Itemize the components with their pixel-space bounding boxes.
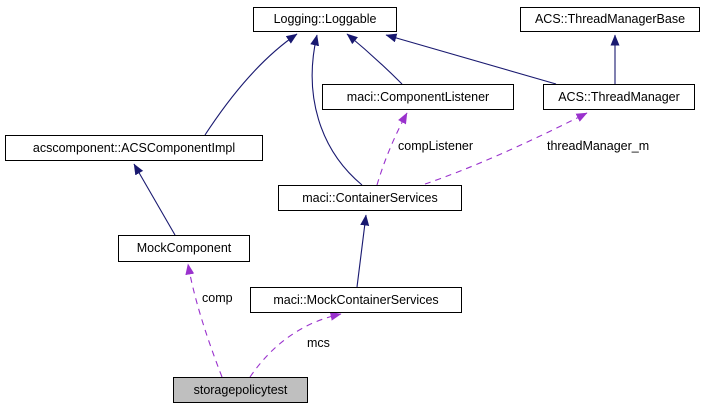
node-storagepolicytest: storagepolicytest: [173, 377, 308, 403]
edge-containerservices-to-loggable: [310, 34, 363, 186]
node-maci-containerservices[interactable]: maci::ContainerServices: [278, 185, 462, 211]
node-acs-threadmanagerbase[interactable]: ACS::ThreadManagerBase: [520, 7, 700, 32]
edge-label-threadmanager-m: threadManager_m: [547, 139, 650, 153]
edge-comp-usage: [185, 263, 223, 378]
edge-mockcontainerservices-to-containerservices: [356, 214, 370, 288]
edge-componentlistener-to-loggable: [346, 33, 403, 85]
edge-acscomponentimpl-to-loggable: [204, 33, 298, 136]
edge-label-complistener: compListener: [398, 139, 474, 153]
node-mockcomponent[interactable]: MockComponent: [118, 235, 250, 262]
node-acs-threadmanager[interactable]: ACS::ThreadManager: [543, 84, 695, 110]
edge-mcs-usage: [249, 311, 342, 378]
node-logging-loggable[interactable]: Logging::Loggable: [253, 7, 397, 32]
edge-threadmanager-to-loggable: [385, 33, 557, 85]
node-maci-mockcontainerservices[interactable]: maci::MockContainerServices: [250, 287, 462, 313]
edge-label-mcs: mcs: [307, 336, 330, 350]
node-maci-componentlistener[interactable]: maci::ComponentListener: [322, 84, 514, 110]
node-acscomponent-acscomponentimpl[interactable]: acscomponent::ACSComponentImpl: [5, 135, 263, 161]
edge-threadmanager-m-usage: [424, 112, 588, 185]
edge-label-comp: comp: [202, 291, 233, 305]
edge-complistener-usage: [376, 112, 408, 186]
edge-mockcomponent-to-acscomponentimpl: [133, 163, 176, 236]
